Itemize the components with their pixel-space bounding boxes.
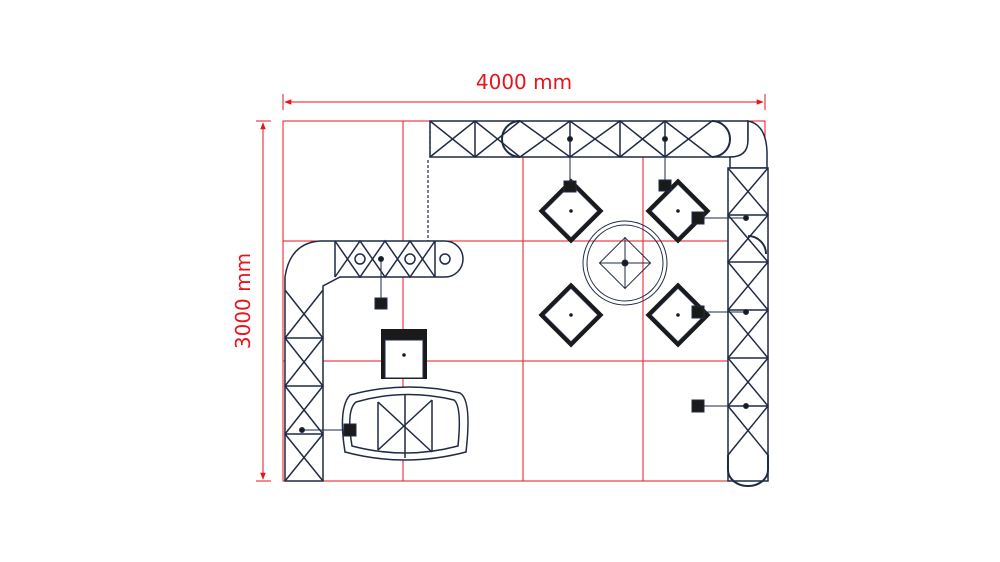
table-chair-top-left: [538, 178, 604, 244]
width-label: 4000 mm: [476, 70, 572, 94]
spotlight-3: [691, 211, 705, 225]
width-dimension: [282, 94, 766, 110]
spotlight-6: [374, 297, 388, 310]
right-truss-wall: [727, 167, 769, 487]
left-partition-truss: [284, 239, 464, 482]
depth-label: 3000 mm: [231, 253, 255, 349]
reception-chair: [381, 329, 427, 379]
spotlight-1: [563, 180, 577, 193]
spotlight-2: [658, 179, 672, 192]
table-chair-bottom-left: [538, 282, 604, 348]
spotlight-7: [343, 423, 357, 437]
round-table: [582, 220, 668, 306]
light-fixtures: [299, 136, 749, 437]
spotlight-4: [691, 305, 705, 319]
depth-dimension: [256, 120, 271, 482]
table-chair-top-right: [645, 178, 711, 244]
table-chair-bottom-right: [645, 282, 711, 348]
spotlight-5: [691, 399, 705, 413]
reception-counter: [341, 386, 469, 461]
top-truss-wall: [429, 120, 749, 158]
top-left-connector: [427, 121, 431, 241]
